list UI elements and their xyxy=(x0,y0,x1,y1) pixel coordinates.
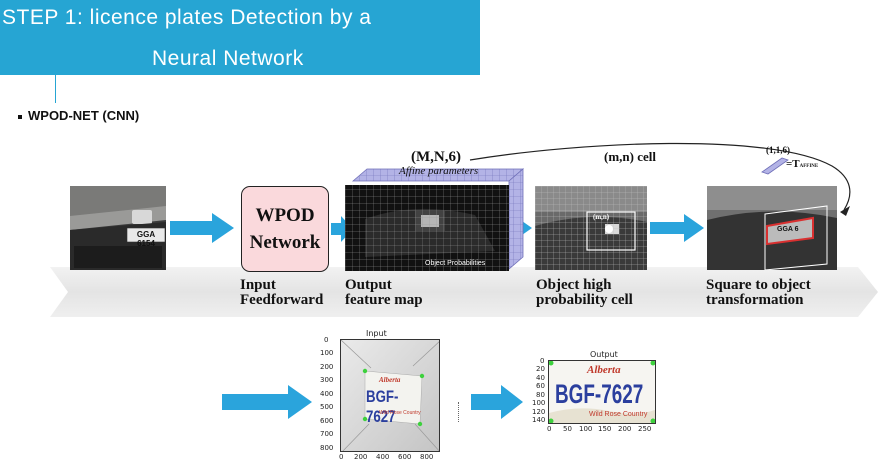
banner-title-line1: STEP 1: licence plates Detection by a xyxy=(2,6,372,29)
arrow-4-icon xyxy=(650,214,704,242)
output-xtick: 250 xyxy=(638,425,652,433)
output-ytick: 140 xyxy=(532,416,546,424)
transform-subscript: AFFINE xyxy=(799,164,819,169)
wpod-line2: Network xyxy=(249,232,321,253)
input-ytick: 0 xyxy=(324,336,329,344)
cell-tag: (m,n) xyxy=(593,213,610,221)
stage1-line1: Input xyxy=(240,277,276,293)
input-plot-area: Alberta BGF-7627 Wild Rose Country xyxy=(340,339,440,452)
output-plate-brand: Alberta xyxy=(587,364,621,376)
stage4-line1: Square to object xyxy=(706,277,811,293)
output-ytick: 40 xyxy=(536,374,545,382)
bullet-square-icon xyxy=(18,114,22,119)
output-ytick: 100 xyxy=(532,399,546,407)
output-ytick: 80 xyxy=(536,391,545,399)
wpod-network-box: WPOD Network xyxy=(241,186,329,272)
input-plate-footer: Wild Rose Country xyxy=(379,410,421,416)
connector-line xyxy=(55,75,56,103)
arc-arrow xyxy=(469,142,851,216)
pipeline-band xyxy=(50,267,878,317)
output-plot-title: Output xyxy=(590,350,618,359)
transform-eq-text: =T xyxy=(786,158,800,170)
banner-title-line2: Neural Network xyxy=(152,47,304,70)
stage3-line2: probability cell xyxy=(536,292,633,308)
small-tensor-label: (1,1,6) xyxy=(766,145,790,155)
transformation-photo: GGA 6 xyxy=(707,186,837,270)
input-car-photo: GGA 6154 xyxy=(70,186,166,270)
output-arrow-icon xyxy=(471,385,523,419)
output-xtick: 100 xyxy=(579,425,593,433)
arrow-1-icon xyxy=(170,213,234,243)
input-ytick: 800 xyxy=(320,444,334,452)
input-ytick: 700 xyxy=(320,430,334,438)
output-ytick: 20 xyxy=(536,365,545,373)
output-plot-area: Alberta BGF-7627 Wild Rose Country xyxy=(548,360,656,424)
input-plate-number: BGF-7627 xyxy=(366,387,399,426)
input-xtick: 800 xyxy=(420,453,434,461)
transformed-plate-text: GGA 6 xyxy=(777,226,799,233)
input-ytick: 500 xyxy=(320,403,334,411)
bullet-item: WPOD-NET (CNN) xyxy=(18,108,139,123)
input-ytick: 600 xyxy=(320,417,334,425)
stage2-line1: Output xyxy=(345,277,392,293)
output-xtick: 200 xyxy=(618,425,632,433)
stage1-line2: Feedforward xyxy=(240,292,324,308)
input-plot-title: Input xyxy=(366,329,387,338)
affine-label: Affine parameters xyxy=(399,165,479,177)
output-plate-footer: Wild Rose Country xyxy=(589,411,648,418)
input-plate-brand: Alberta xyxy=(379,376,401,384)
stage3-line1: Object high xyxy=(536,277,612,293)
output-ytick: 120 xyxy=(532,408,546,416)
transform-eq: =TAFFINE xyxy=(786,158,818,170)
input-xtick: 200 xyxy=(354,453,368,461)
input-ytick: 400 xyxy=(320,390,334,398)
output-ytick: 60 xyxy=(536,382,545,390)
output-plot: Output Alberta BGF-7627 Wild Rose Countr… xyxy=(528,349,660,441)
car-plate-text: GGA 6154 xyxy=(136,230,156,248)
title-banner: STEP 1: licence plates Detection by a Ne… xyxy=(0,0,480,75)
wpod-line1: WPOD xyxy=(255,205,315,226)
input-ytick: 200 xyxy=(320,363,334,371)
input-xtick: 0 xyxy=(339,453,344,461)
output-xtick: 0 xyxy=(547,425,552,433)
output-plate-number: BGF-7627 xyxy=(555,379,644,409)
input-xtick: 600 xyxy=(398,453,412,461)
output-xtick: 50 xyxy=(563,425,572,433)
input-plot: Input Alberta BGF-7627 Wild Rose Country… xyxy=(320,329,440,462)
input-ytick: 300 xyxy=(320,376,334,384)
separator xyxy=(458,402,460,422)
small-tensor-icon xyxy=(761,157,789,175)
tensor-label: (M,N,6) xyxy=(411,149,461,165)
feature-map-cube: (M,N,6) Affine parameters Object Probabi… xyxy=(345,149,530,273)
bullet-text: WPOD-NET (CNN) xyxy=(28,108,140,123)
output-ytick: 0 xyxy=(540,357,545,365)
output-xtick: 150 xyxy=(598,425,612,433)
stage2-line2: feature map xyxy=(345,292,423,308)
arrow-2-icon xyxy=(331,216,353,242)
stage4-line2: transformation xyxy=(706,292,804,308)
probability-cell-photo: (m,n) xyxy=(535,186,647,270)
object-prob-label: Object Probabilities xyxy=(425,260,486,267)
input-xtick: 400 xyxy=(376,453,390,461)
cell-label: (m,n) cell xyxy=(604,149,656,164)
input-arrow-icon xyxy=(222,385,312,419)
input-ytick: 100 xyxy=(320,349,334,357)
